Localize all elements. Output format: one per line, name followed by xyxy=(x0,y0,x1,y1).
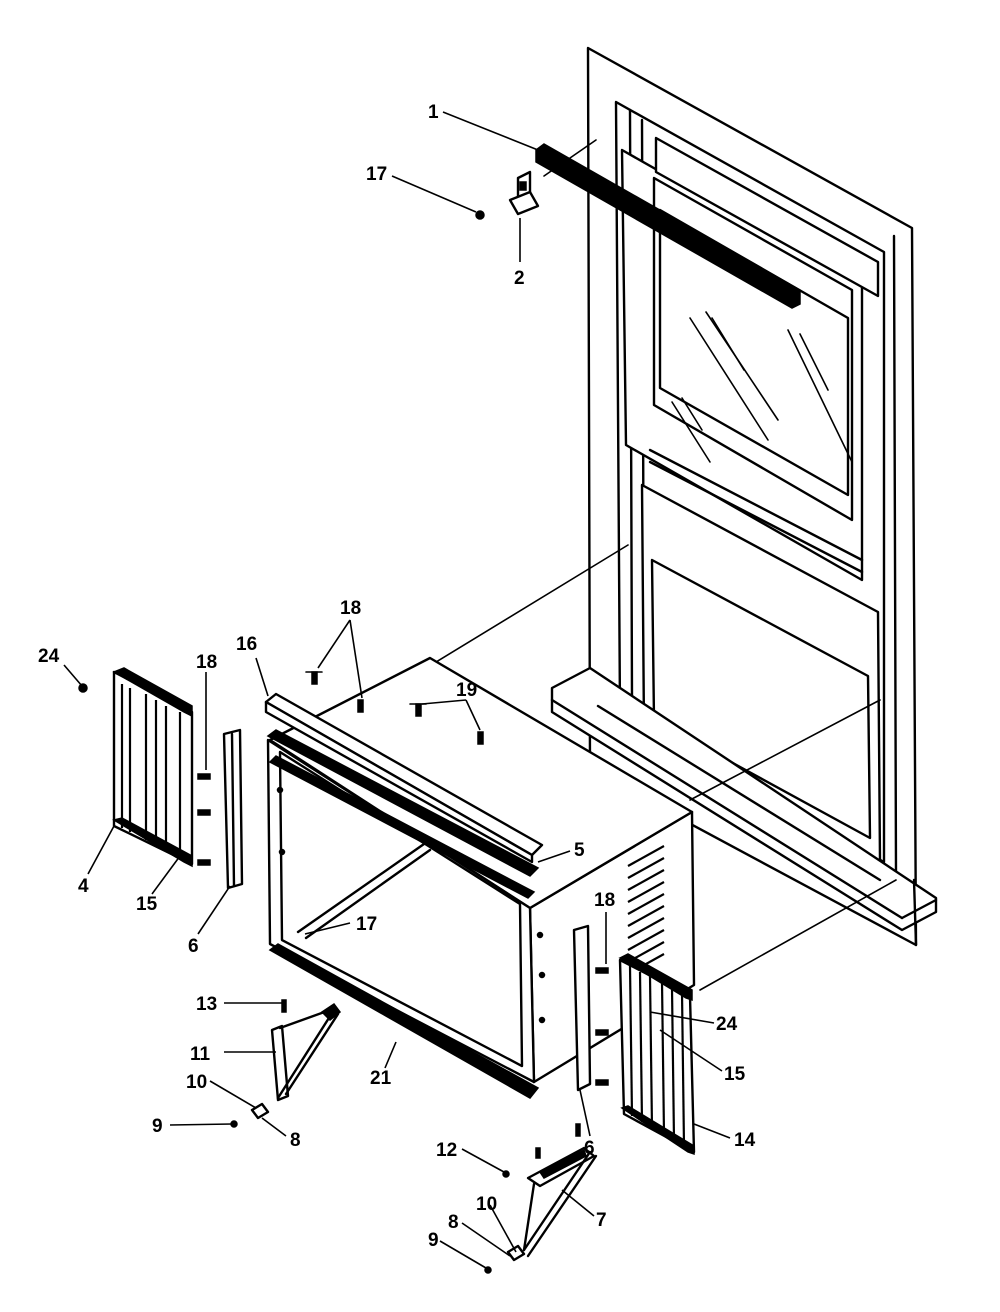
left-strip-part-6 xyxy=(222,728,244,890)
callout-label: 21 xyxy=(370,1068,392,1089)
right-side-curtain xyxy=(618,953,696,1156)
right-screws-18 xyxy=(595,967,609,1086)
callout-label: 24 xyxy=(38,646,60,667)
callout-label: 10 xyxy=(476,1194,497,1215)
callout-label: 8 xyxy=(448,1212,459,1233)
left-screws-18 xyxy=(197,773,211,866)
callout-label: 4 xyxy=(78,876,89,897)
callout-label: 17 xyxy=(356,914,377,935)
callout-label: 12 xyxy=(436,1140,457,1161)
callout-label: 18 xyxy=(196,652,217,673)
callout-label: 19 xyxy=(456,680,477,701)
callout-label: 6 xyxy=(188,936,199,957)
screw-24-left xyxy=(78,683,88,693)
callout-label: 14 xyxy=(734,1130,756,1151)
callout-label: 10 xyxy=(186,1072,207,1093)
callout-label: 7 xyxy=(596,1210,607,1231)
rail-part-5 xyxy=(266,729,540,877)
left-side-curtain xyxy=(112,667,194,868)
callout-label: 8 xyxy=(290,1130,301,1151)
callout-labels: 1 17 2 18 16 24 18 19 4 15 6 5 17 18 13 … xyxy=(38,102,756,1251)
callout-label: 11 xyxy=(190,1044,211,1065)
callout-label: 24 xyxy=(716,1014,738,1035)
callout-label: 17 xyxy=(366,164,387,185)
callout-label: 9 xyxy=(152,1116,163,1137)
callout-label: 13 xyxy=(196,994,217,1015)
top-rail-part-1 xyxy=(535,143,801,309)
screw-17-top xyxy=(475,210,485,220)
callout-label: 1 xyxy=(428,102,439,123)
callout-label: 5 xyxy=(574,840,585,861)
cabinet-sleeve xyxy=(266,656,696,1084)
callout-label: 2 xyxy=(514,268,525,289)
callout-label: 18 xyxy=(594,890,615,911)
left-support-bracket-part-11 xyxy=(270,1002,342,1102)
window-frame xyxy=(550,46,938,947)
left-bracket-hardware xyxy=(230,999,287,1128)
callout-label: 15 xyxy=(136,894,158,915)
leader-lines xyxy=(63,111,731,1269)
callout-label: 9 xyxy=(428,1230,439,1251)
callout-label: 16 xyxy=(236,634,257,655)
right-strip-part-6 xyxy=(572,924,592,1092)
callout-label: 18 xyxy=(340,598,361,619)
top-channel-part-16 xyxy=(264,692,544,864)
right-support-bracket-part-7 xyxy=(522,1146,598,1258)
callout-label: 6 xyxy=(584,1138,595,1159)
rail-part-21 xyxy=(268,755,540,1099)
callout-label: 15 xyxy=(724,1064,746,1085)
bracket-part-2 xyxy=(508,170,540,216)
